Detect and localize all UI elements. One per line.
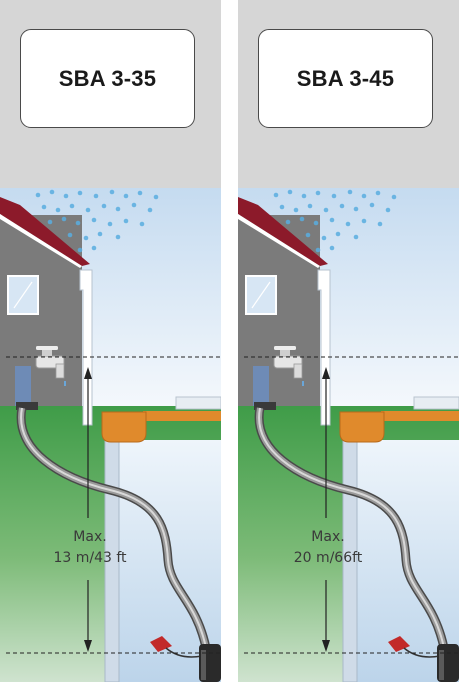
max-label: Max. <box>311 529 345 545</box>
arrow-up-icon <box>84 367 92 379</box>
collector-tank <box>101 411 147 443</box>
model-name: SBA 3-45 <box>296 65 395 91</box>
surface-tank <box>413 396 459 410</box>
drop-hose <box>16 407 211 649</box>
model-label-box: SBA 3-35 <box>20 29 195 128</box>
lift-height: 13 m/43 ft <box>53 550 127 566</box>
arrow-up-icon <box>322 367 330 379</box>
window <box>245 275 277 315</box>
collector-pipe <box>381 411 459 421</box>
max-lift-label: Max. 20 m/66ft <box>238 527 418 569</box>
downpipe <box>317 269 331 426</box>
model-name: SBA 3-35 <box>58 65 157 91</box>
rain-drops <box>273 189 397 253</box>
model-label-box: SBA 3-45 <box>258 29 433 128</box>
house-roof <box>0 197 90 266</box>
arrow-down-icon <box>84 640 92 652</box>
pump-panel-sba-3-45: SBA 3-45 Max. 20 m/66ft <box>238 0 459 682</box>
drop-hose <box>254 407 449 649</box>
wall-inlet <box>254 402 276 410</box>
house-roof <box>238 197 328 266</box>
max-lift-label: Max. 13 m/43 ft <box>0 527 180 569</box>
max-label: Max. <box>73 529 107 545</box>
pump-panel-sba-3-35: SBA 3-35 Max. 13 m/43 ft <box>0 0 221 682</box>
surface-tank <box>175 396 221 410</box>
collector-tank <box>339 411 385 443</box>
installation-illustration <box>238 0 459 682</box>
lift-height: 20 m/66ft <box>293 550 363 566</box>
wall-inlet <box>16 402 38 410</box>
arrow-down-icon <box>322 640 330 652</box>
downpipe <box>79 269 93 426</box>
collector-pipe <box>143 411 221 421</box>
rain-drops <box>35 189 159 253</box>
